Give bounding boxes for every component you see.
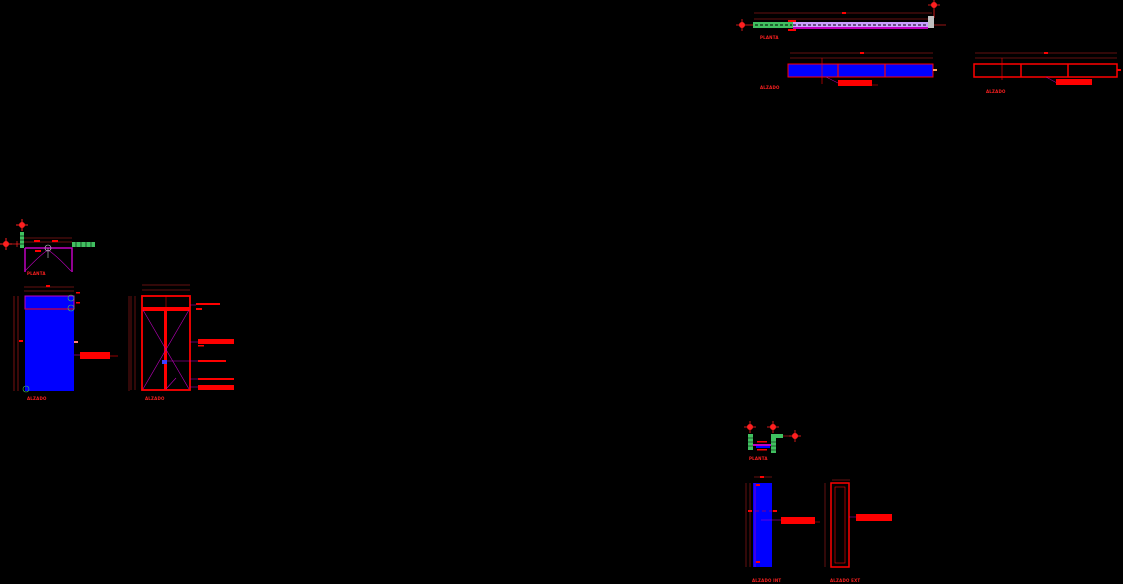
axis-marker-icon xyxy=(767,421,779,433)
window-long-elevation-glazed xyxy=(787,52,937,86)
axis-marker-icon xyxy=(16,219,28,231)
window-long-plan-label: PLANTA xyxy=(760,35,779,40)
axis-marker-icon xyxy=(0,238,24,250)
glass-panel xyxy=(25,296,74,391)
door-elevation-glazed xyxy=(13,285,130,393)
window-narrow-elevation-int-label: ALZADO INT xyxy=(752,578,782,583)
door-frame xyxy=(24,247,73,272)
wall-section xyxy=(771,434,776,453)
window-narrow-plan xyxy=(744,421,801,453)
window-long-plan xyxy=(736,0,946,31)
window-narrow-elevation-ext xyxy=(824,479,892,568)
wall-section xyxy=(72,242,95,247)
callout-tag xyxy=(856,514,892,521)
window-narrow-plan-label: PLANTA xyxy=(749,456,768,461)
door-elevation-frame xyxy=(130,284,234,391)
window-long-elevation-frame xyxy=(973,52,1121,85)
axis-marker-icon xyxy=(736,19,754,31)
callout-tag xyxy=(781,517,815,524)
axis-marker-icon xyxy=(928,0,940,18)
glass-panel xyxy=(753,483,772,567)
door-plan-label: PLANTA xyxy=(27,271,46,276)
door-plan-view xyxy=(0,219,95,272)
window-long-elevation-glazed-label: ALZADO xyxy=(760,85,780,90)
window-narrow-elevation-ext-label: ALZADO EXT xyxy=(830,578,861,583)
axis-marker-icon xyxy=(789,430,801,442)
axis-marker-icon xyxy=(744,421,756,433)
door-elevation-frame-label: ALZADO xyxy=(145,396,165,401)
window-long-elevation-frame-label: ALZADO xyxy=(986,89,1006,94)
callout-tag xyxy=(1056,79,1092,85)
callout-tag xyxy=(838,80,872,86)
window-narrow-elevation-int xyxy=(745,476,820,567)
callout-tag xyxy=(80,352,110,359)
door-elevation-glazed-label: ALZADO xyxy=(27,396,47,401)
